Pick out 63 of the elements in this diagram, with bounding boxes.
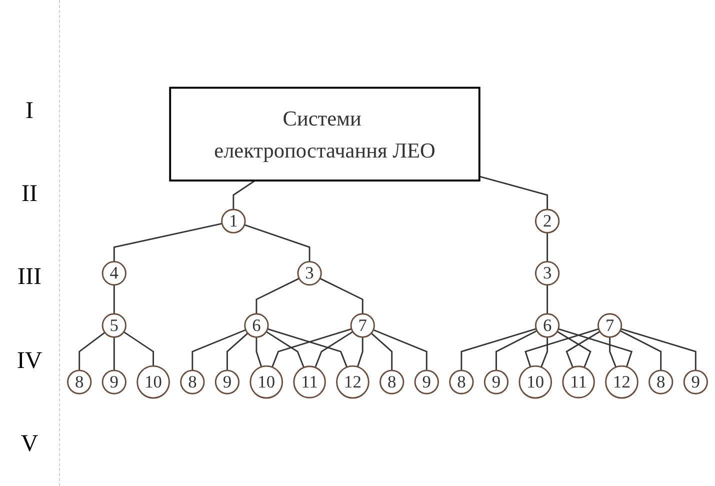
- node-circle: 10: [518, 366, 552, 399]
- node-circle: 12: [336, 366, 370, 399]
- node-circle: 9: [683, 370, 708, 394]
- node-circle: 5: [102, 313, 126, 338]
- node-circle: 8: [449, 370, 474, 394]
- connector: [232, 180, 256, 210]
- connector: [320, 278, 364, 314]
- node-circle: 9: [414, 370, 439, 394]
- connector: [314, 331, 354, 368]
- level-label: II: [20, 181, 38, 208]
- level-label: I: [24, 98, 34, 126]
- node-circle: 8: [648, 370, 674, 394]
- connector: [566, 331, 600, 368]
- connector: [558, 328, 633, 368]
- node-circle: 8: [180, 370, 205, 394]
- level-label: III: [16, 264, 42, 292]
- connector: [540, 337, 548, 368]
- node-circle: 4: [102, 261, 126, 286]
- connector: [546, 232, 548, 262]
- connector: [226, 332, 248, 371]
- connector: [356, 337, 364, 368]
- node-circle: 3: [534, 261, 560, 286]
- node-circle: 1: [221, 208, 246, 234]
- connector: [620, 328, 696, 371]
- connector: [78, 332, 106, 371]
- connector: [620, 330, 662, 371]
- node-circle: 10: [136, 366, 170, 399]
- level-label: IV: [16, 348, 44, 375]
- node-circle: 11: [293, 366, 326, 399]
- node-circle: 2: [534, 208, 560, 234]
- connector: [192, 329, 246, 371]
- connector: [546, 285, 548, 314]
- connector: [460, 328, 536, 371]
- node-circle: 9: [484, 370, 509, 394]
- connector: [479, 176, 548, 210]
- node-circle: 7: [597, 313, 622, 338]
- node-circle: 10: [250, 366, 284, 399]
- connector: [370, 332, 393, 371]
- connector: [556, 331, 592, 368]
- connector: [256, 278, 300, 314]
- connector: [244, 224, 310, 262]
- node-box: Системи електропостачання ЛЕО: [169, 86, 480, 182]
- connector: [524, 328, 599, 368]
- node-circle: 6: [534, 313, 560, 338]
- node-circle: 12: [605, 366, 638, 399]
- node-circle: 9: [102, 370, 126, 394]
- connector: [256, 337, 262, 368]
- connector: [609, 337, 617, 368]
- node-circle: 9: [214, 370, 240, 394]
- connector: [123, 331, 154, 366]
- node-circle: 8: [380, 370, 404, 394]
- node-circle: 3: [297, 261, 322, 286]
- node-circle: 8: [67, 370, 92, 394]
- node-circle: 6: [244, 313, 269, 338]
- connector: [113, 223, 222, 262]
- connector: [113, 285, 115, 314]
- node-circle: 7: [350, 313, 375, 338]
- connector: [373, 329, 428, 371]
- connector: [266, 331, 304, 368]
- connector: [113, 337, 115, 371]
- level-label: V: [20, 430, 40, 458]
- connector: [496, 330, 538, 371]
- node-circle: 11: [562, 366, 595, 399]
